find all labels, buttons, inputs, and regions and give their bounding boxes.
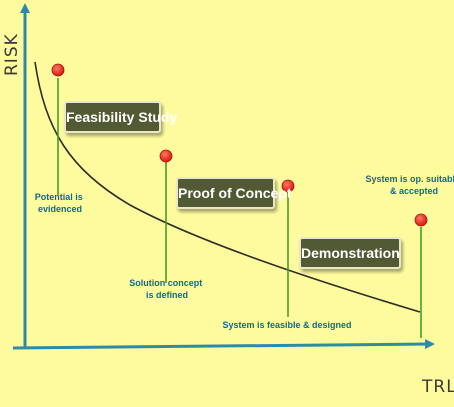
- x-axis-title: TRL: [421, 377, 454, 397]
- milestone-annotation-1: Potential is evidenced: [35, 192, 86, 214]
- stage-box-proof-of-concept: Proof of Concept: [176, 177, 292, 209]
- annotation-4-line-2: & accepted: [390, 186, 438, 196]
- stage-box-demonstration: Demonstration: [299, 237, 401, 269]
- annotation-3-line-1: System is feasible & designed: [222, 320, 351, 330]
- y-axis-title: RISK: [2, 33, 22, 76]
- milestone-annotation-3: System is feasible & designed: [222, 320, 351, 330]
- milestone-marker-3: [281, 179, 295, 193]
- annotation-1-line-2: evidenced: [38, 204, 82, 214]
- milestone-annotation-2: Solution concept is defined: [129, 278, 205, 300]
- annotation-1-line-1: Potential is: [35, 192, 83, 202]
- x-axis: [12, 339, 435, 350]
- milestone-marker-2: [159, 149, 173, 163]
- stage-box-feasibility-study: Feasibility Study: [64, 101, 177, 133]
- milestone-marker-1: [51, 63, 65, 77]
- annotation-4-line-1: System is op. suitable: [365, 174, 454, 184]
- annotation-2-line-1: Solution concept: [129, 278, 202, 288]
- annotation-2-line-2: is defined: [146, 290, 188, 300]
- milestone-marker-4: [414, 213, 428, 227]
- milestone-annotation-4: System is op. suitable & accepted: [365, 174, 454, 196]
- risk-curve: [34, 61, 421, 313]
